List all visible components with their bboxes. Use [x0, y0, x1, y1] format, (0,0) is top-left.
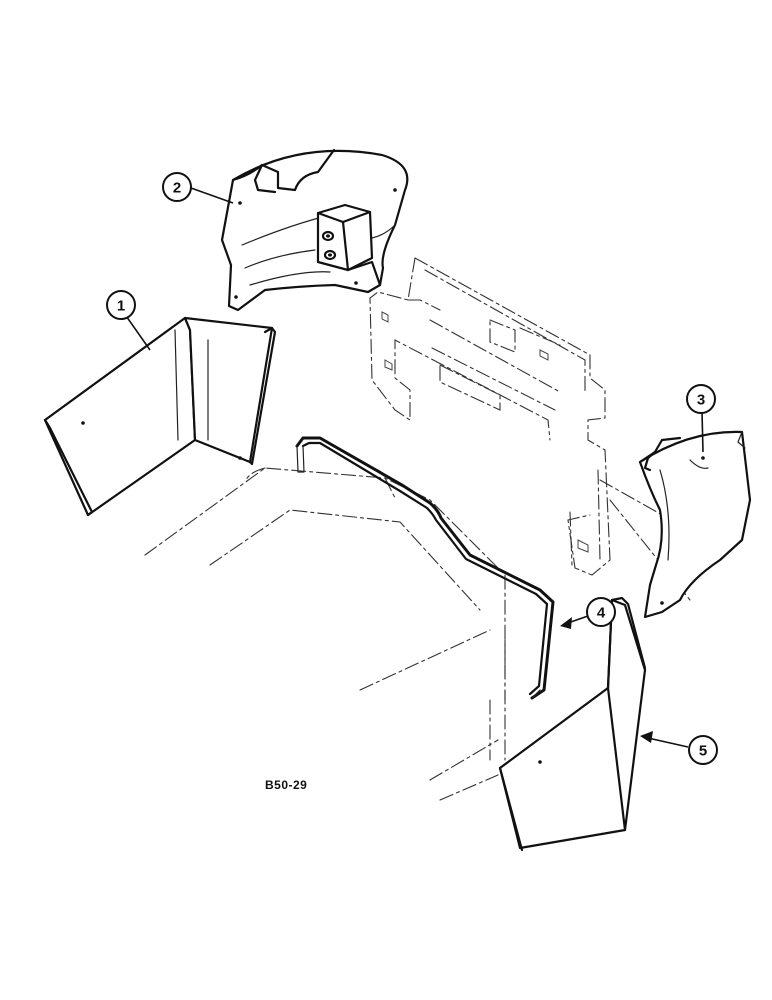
part-5-lower-panel [498, 596, 647, 852]
callout-5-label: 5 [699, 743, 707, 760]
callout-3: 3 [686, 384, 716, 414]
figure-reference-code: B50-29 [265, 778, 307, 792]
callout-4: 4 [586, 597, 616, 627]
callout-leaders [123, 187, 704, 748]
callout-3-label: 3 [697, 392, 705, 409]
part-3-right-shroud [638, 430, 752, 619]
callout-5: 5 [688, 735, 718, 765]
part-2-fan-shroud [220, 148, 409, 312]
callout-1: 1 [106, 290, 136, 320]
callout-2-label: 2 [173, 180, 181, 197]
callout-2: 2 [162, 172, 192, 202]
callout-4-label: 4 [597, 605, 606, 622]
part-4-seal-strip [295, 436, 555, 700]
callout-1-label: 1 [117, 298, 125, 315]
part-1-side-panel [43, 316, 277, 517]
phantom-support-frame [369, 257, 691, 601]
phantom-hood-outline [144, 467, 506, 801]
